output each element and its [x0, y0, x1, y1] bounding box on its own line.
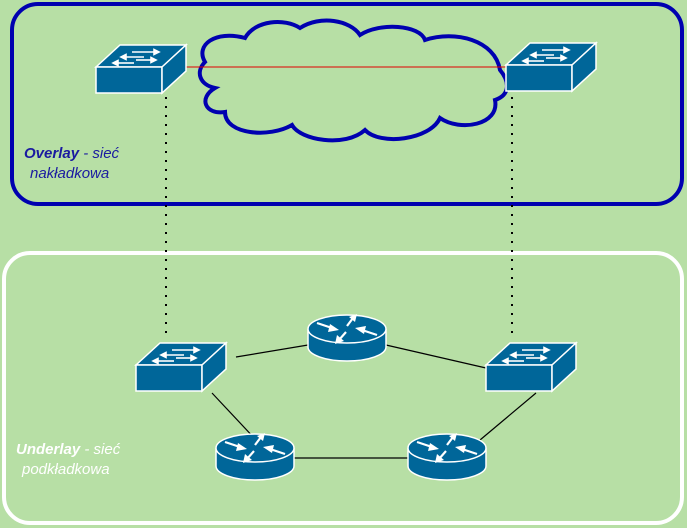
overlay-label: Overlay - sieć nakładkowa: [24, 144, 119, 184]
underlay-region: [2, 251, 684, 525]
overlay-title-line2: nakładkowa: [30, 165, 110, 182]
underlay-label: Underlay - sieć podkładkowa: [16, 440, 120, 480]
overlay-title-bold: Overlay: [24, 145, 80, 162]
underlay-links: [211, 344, 537, 459]
cloud-icon: [197, 18, 509, 143]
underlay-title-line2: podkładkowa: [22, 461, 110, 478]
router-top[interactable]: [306, 312, 388, 363]
underlay-title-bold: Underlay: [16, 441, 81, 458]
router-bottom-left[interactable]: [214, 431, 296, 482]
overlay-title-rest: - sieć: [79, 145, 120, 162]
router-bottom-right[interactable]: [406, 431, 488, 482]
underlay-title-rest: - sieć: [80, 441, 121, 458]
